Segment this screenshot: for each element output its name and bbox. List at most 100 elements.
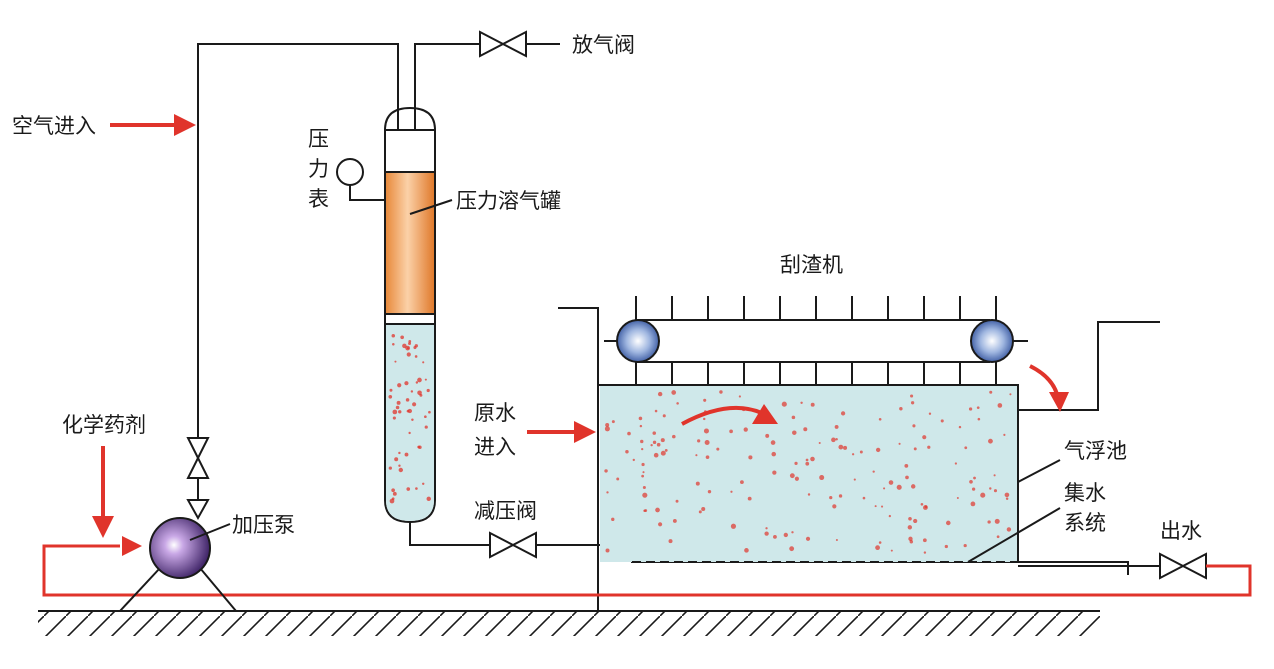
bubble (922, 538, 927, 543)
bubble (912, 424, 916, 428)
bubble (695, 454, 698, 457)
bubble (748, 455, 753, 460)
bubble (910, 394, 914, 398)
bubble (940, 419, 944, 423)
bubble (662, 414, 666, 418)
bubble (426, 496, 431, 502)
bubble (794, 476, 799, 481)
bubble (405, 398, 410, 402)
bubble (695, 481, 700, 486)
raw-water-label-1: 原水 (474, 401, 516, 425)
bubble (908, 516, 912, 521)
gauge-label-3: 表 (308, 187, 329, 211)
bubble (969, 479, 973, 484)
bubble (805, 458, 809, 462)
bubble (738, 395, 741, 398)
bubble (818, 441, 821, 445)
air-inlet-arrow (110, 114, 196, 136)
bubble (660, 438, 665, 443)
bubble (1009, 393, 1012, 396)
sludge-arrow (1029, 364, 1069, 412)
bubble (765, 527, 768, 530)
bubble (835, 538, 838, 542)
bubble (697, 439, 701, 443)
bubble (963, 543, 967, 548)
bubble (660, 450, 666, 456)
bubble (927, 445, 931, 449)
bubble (980, 492, 986, 498)
bubble (702, 417, 706, 421)
collector-label-1: 集水 (1064, 481, 1106, 505)
bubble (996, 535, 1000, 539)
bubble (896, 484, 902, 490)
bubble (913, 518, 918, 524)
bubble (791, 415, 796, 420)
bubble (770, 440, 776, 445)
bubble (764, 531, 769, 536)
bubble (391, 334, 396, 338)
bubble (675, 499, 679, 503)
bubble (740, 480, 744, 485)
bubble (611, 517, 615, 522)
bubble (729, 429, 733, 434)
bubble (883, 487, 886, 490)
bubble (404, 452, 409, 457)
bubble (805, 536, 811, 541)
bubble (771, 451, 777, 457)
bubble (406, 409, 410, 413)
bubble (973, 476, 976, 480)
bubble (810, 456, 815, 462)
bubble (988, 438, 993, 444)
bubble (792, 430, 797, 435)
bubble (701, 507, 706, 512)
bubble (890, 549, 893, 552)
bubble (781, 401, 787, 407)
bubble (428, 410, 431, 414)
bubble (987, 520, 991, 524)
bubble (743, 427, 748, 432)
bubble (417, 377, 422, 383)
bubble (964, 446, 968, 450)
pump-icon (119, 517, 237, 612)
bubble (398, 467, 404, 473)
bubble (976, 406, 980, 409)
bubble (800, 401, 803, 404)
bubble (672, 519, 677, 523)
bubble (408, 431, 411, 435)
bubble (859, 450, 863, 454)
bubble (862, 496, 866, 500)
raw-water-arrow (527, 421, 596, 443)
bubble (747, 496, 752, 501)
gauge-icon (336, 158, 385, 201)
bubble (1005, 497, 1009, 500)
bubble (625, 450, 629, 454)
bubble (408, 342, 412, 346)
bubble (653, 452, 659, 458)
bubble (730, 523, 737, 529)
bubble (392, 491, 397, 496)
bubble (977, 417, 981, 421)
bubble (772, 470, 777, 475)
bubble (668, 539, 673, 544)
bubble (676, 402, 679, 405)
bubble (391, 488, 395, 493)
reducing-valve-icon (489, 531, 537, 559)
bubble (831, 437, 836, 443)
bubble (424, 415, 427, 419)
bubble (398, 464, 401, 467)
bubble (415, 487, 418, 490)
collector-leader (967, 507, 1061, 563)
bubble (405, 345, 411, 351)
chemical-label: 化学药剂 (62, 413, 146, 437)
bubble (415, 381, 419, 384)
bubble (783, 532, 788, 538)
bubble (1006, 527, 1012, 532)
vent-valve-icon (479, 30, 527, 58)
bubble (642, 492, 648, 498)
recirculation-pipe (42, 536, 1252, 597)
chemical-arrow (92, 446, 114, 538)
tank-label: 压力溶气罐 (456, 189, 561, 213)
bubble (794, 461, 798, 466)
bubble (913, 447, 917, 451)
